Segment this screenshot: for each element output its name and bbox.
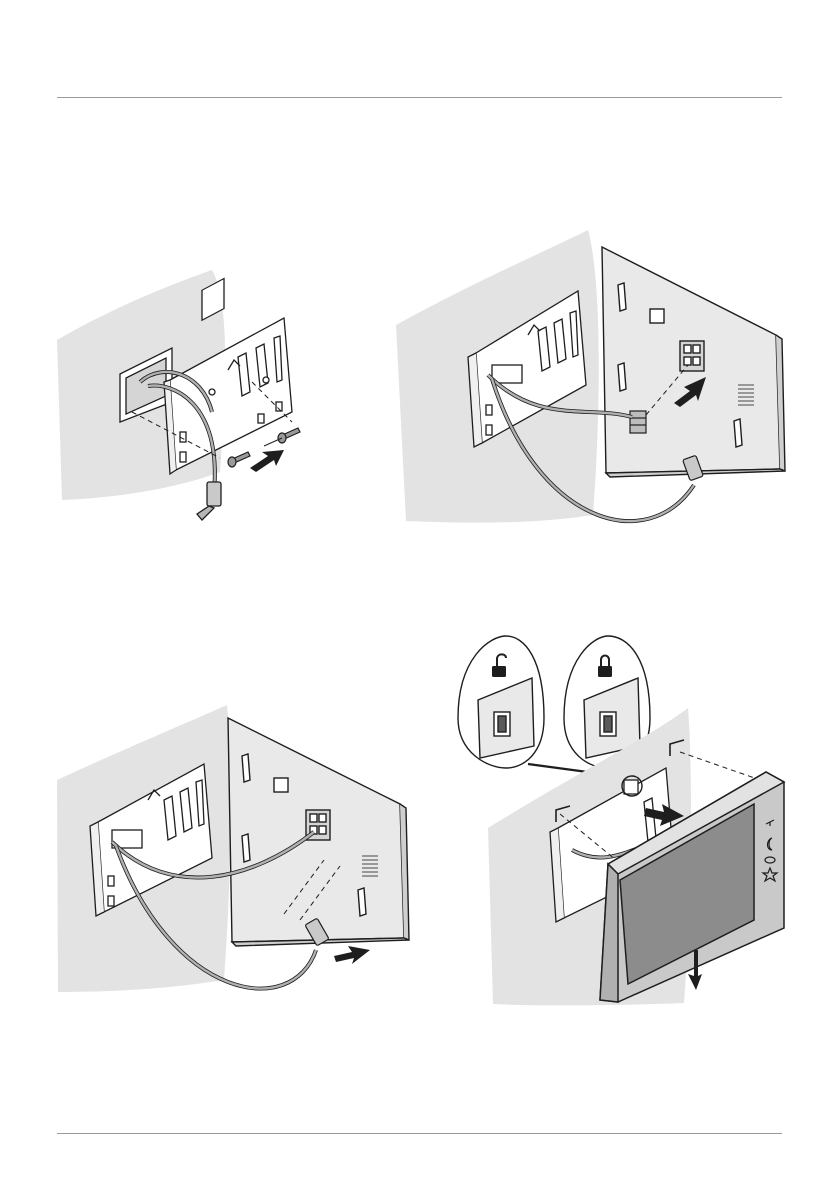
monitor-back xyxy=(602,247,785,477)
push-arrow-icon xyxy=(334,946,370,964)
step-4-illustration xyxy=(448,628,788,1013)
screw-icon xyxy=(228,452,250,467)
step-3-illustration xyxy=(52,700,422,1005)
push-arrow-icon xyxy=(250,450,284,472)
power-jack xyxy=(197,482,221,520)
screw-icon xyxy=(264,428,300,446)
footer-rule xyxy=(57,1133,782,1134)
header-rule xyxy=(57,97,782,98)
monitor-back xyxy=(228,718,409,946)
bus-terminal-block xyxy=(630,411,646,433)
step-1-illustration xyxy=(52,262,372,527)
step-2-illustration xyxy=(388,225,788,530)
unlocked-detail-callout xyxy=(458,636,544,768)
